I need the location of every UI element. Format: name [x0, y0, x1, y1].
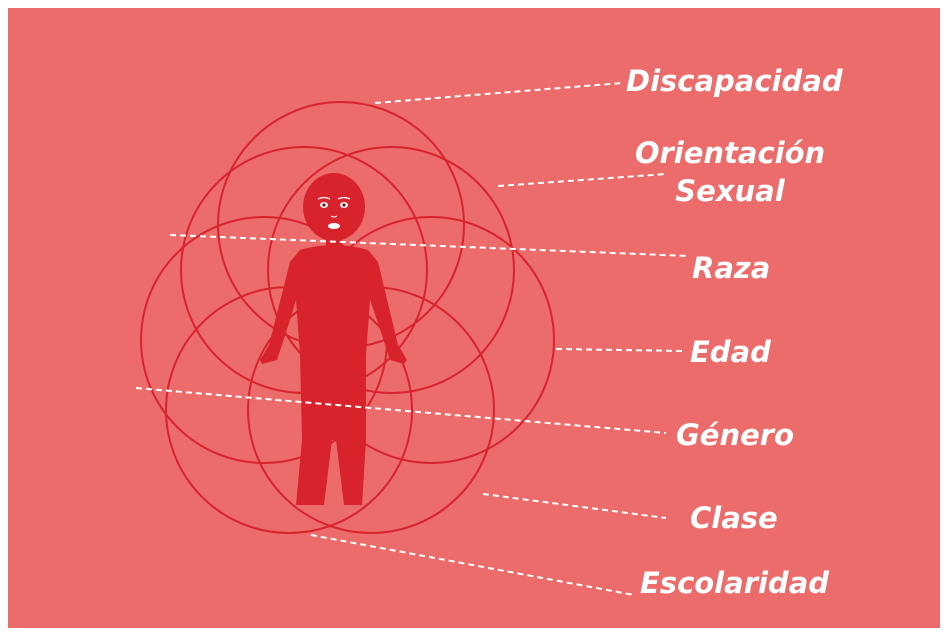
leader-line-escolaridad: [310, 534, 635, 596]
label-raza: Raza: [692, 251, 771, 285]
leader-line-genero: [135, 387, 667, 434]
diagram-background: [8, 8, 940, 628]
leader-line-discapacidad: [374, 82, 623, 104]
leader-line-clase: [482, 493, 667, 519]
label-discapacidad: Discapacidad: [626, 64, 843, 98]
label-orientacion-line1: Orientación: [634, 136, 826, 170]
leader-line-orientacion: [497, 173, 667, 187]
label-orientacion-sexual: Orientación Sexual: [626, 136, 834, 208]
circle-orientacion-sexual-right: [267, 146, 515, 394]
label-edad: Edad: [690, 335, 771, 369]
figure-face: [317, 196, 351, 229]
label-genero: Género: [676, 418, 795, 452]
label-escolaridad: Escolaridad: [640, 566, 830, 600]
label-orientacion-line2: Sexual: [675, 174, 785, 208]
label-clase: Clase: [690, 501, 778, 535]
leader-line-raza: [169, 234, 689, 257]
leader-lines: [135, 82, 689, 596]
circle-genero: [165, 286, 413, 534]
leader-line-edad: [555, 348, 687, 352]
person-figure-icon: [260, 173, 407, 505]
